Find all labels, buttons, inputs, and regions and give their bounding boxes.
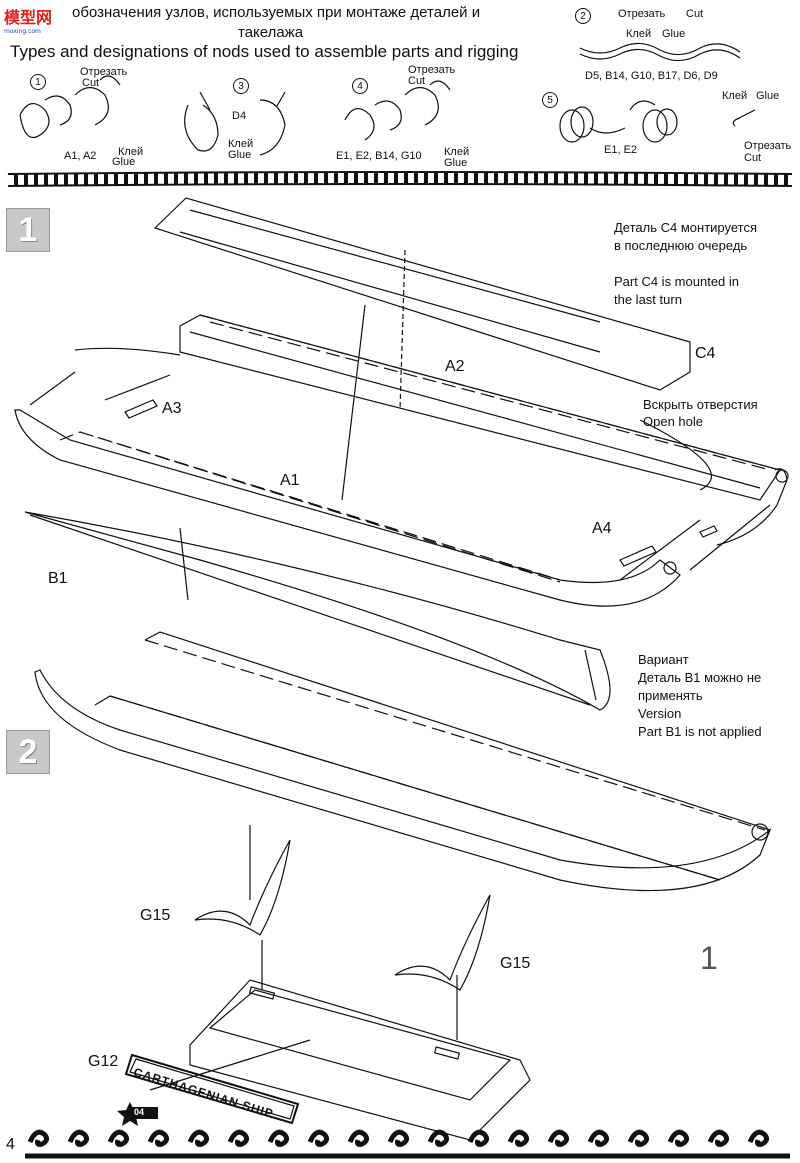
knot-5-glue-en: Glue (756, 90, 780, 102)
knot-1-number: 1 (30, 74, 46, 90)
knot-1-cut-en: Cut (82, 77, 100, 89)
knot-2-cut-ru: Отрезать (618, 8, 666, 20)
logo-text: 模型网 (4, 8, 53, 27)
knot-2-glue-en: Glue (662, 28, 686, 40)
knot-2-cut-en: Cut (686, 8, 704, 20)
knot-4-parts: E1, E2, B14, G10 (336, 150, 422, 162)
step1-note-en-line2: the last turn (614, 292, 682, 307)
label-g12: G12 (88, 1053, 119, 1070)
title-russian-line2: такелажа (238, 24, 304, 41)
knot-5-glue-ru: Клей (722, 90, 748, 102)
knot-1-glue-en: Glue (112, 156, 136, 168)
knot-2-parts: D5, B14, G10, B17, D6, D9 (585, 70, 718, 82)
knot-5-parts: E1, E2 (604, 144, 638, 156)
variant-ru-line2: Деталь B1 можно не (638, 670, 762, 685)
watermark-logo: 模型网 moxing.com (4, 4, 64, 36)
label-b1: B1 (48, 570, 68, 587)
knot-1-cut-ru: Отрезать (80, 66, 128, 78)
logo-subtext: moxing.com (4, 28, 41, 35)
step1-note-ru-line1: Деталь C4 монтируется (614, 220, 757, 235)
step1-note-ru-line2: в последнюю очередь (614, 238, 748, 253)
knot-4-glue-ru: Клей (444, 146, 470, 158)
reference-number: 1 (700, 940, 718, 976)
label-a4: A4 (592, 520, 612, 537)
knot-3-glue-en: Glue (228, 149, 252, 161)
title-russian-line1: обозначения узлов, используемых при монт… (72, 4, 481, 21)
label-a2: A2 (445, 358, 465, 375)
knot-3-part: D4 (232, 110, 247, 122)
knot-5-cut-en: Cut (744, 152, 762, 164)
knot-3-glue-ru: Клей (228, 138, 254, 150)
knot-3-number: 3 (233, 78, 249, 94)
knot-2-glue-ru: Клей (626, 28, 652, 40)
knot-5-number: 5 (542, 92, 558, 108)
variant-en-line1: Version (638, 706, 682, 721)
step1-note-en-line1: Part C4 is mounted in (614, 274, 740, 289)
open-hole-ru: Вскрыть отверстия (643, 397, 758, 412)
knot-1-parts: A1, A2 (64, 150, 97, 162)
knot-4-glue-en: Glue (444, 157, 468, 169)
label-a3: A3 (162, 400, 182, 417)
knot-4-number: 4 (352, 78, 368, 94)
title-english: Types and designations of nods used to a… (10, 42, 519, 61)
label-g15-right: G15 (500, 955, 531, 972)
rope-divider (7, 171, 793, 187)
label-a1: A1 (280, 472, 300, 489)
label-g15-left: G15 (140, 907, 171, 924)
page-number: 4 (6, 1136, 15, 1153)
variant-ru-line3: применять (638, 688, 703, 703)
knot-4-cut-ru: Отрезать (408, 64, 456, 76)
variant-en-line2: Part B1 is not applied (638, 724, 762, 739)
knot-4-cut-en: Cut (408, 75, 426, 87)
knot-1-glue-ru: Клей (118, 146, 144, 158)
knot-5-cut-ru: Отрезать (744, 140, 792, 152)
knot-2-number: 2 (575, 8, 591, 24)
open-hole-en: Open hole (643, 414, 703, 429)
badge-number: 04 (134, 1107, 145, 1117)
variant-ru-line1: Вариант (638, 652, 689, 667)
step-1-badge: 1 (6, 208, 50, 252)
step-2-badge: 2 (6, 730, 50, 774)
label-c4: C4 (695, 345, 716, 362)
